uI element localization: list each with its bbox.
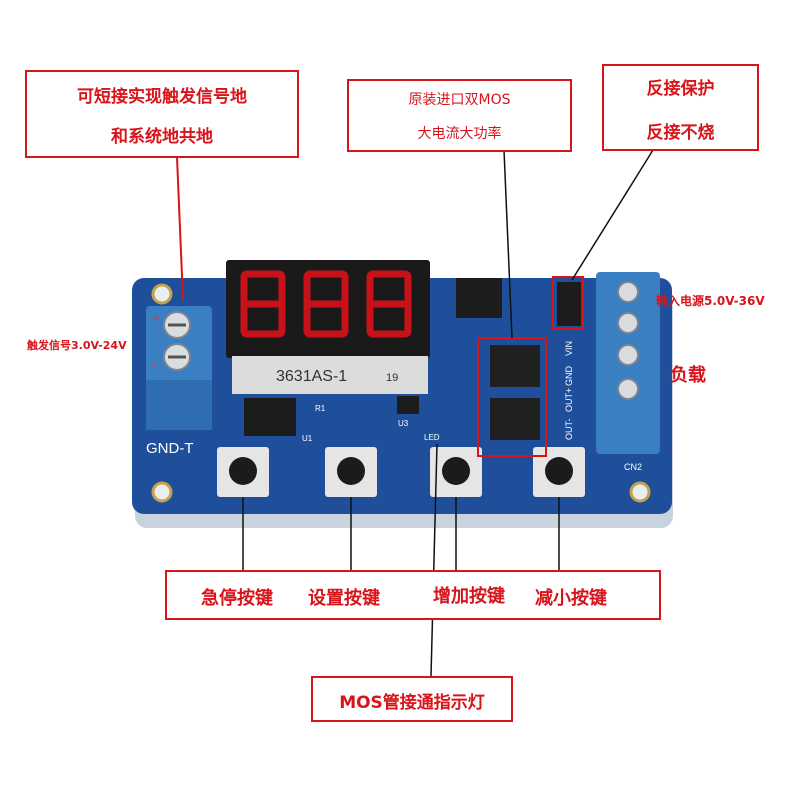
r1-label: R1 xyxy=(315,404,326,413)
gnd-pin-label: GND xyxy=(564,366,574,387)
reverse-protection-callout: 反接保护 反接不烧 xyxy=(602,64,759,151)
cn2-label: CN2 xyxy=(624,462,642,472)
callout-line: 原装进口双MOS xyxy=(408,92,511,108)
trigger-signal-label: 触发信号3.0V-24V xyxy=(27,339,127,352)
increase-label: 增加按键 xyxy=(433,586,505,607)
u1-label: U1 xyxy=(302,434,313,443)
callout-line: 和系统地共地 xyxy=(111,127,213,147)
terminal-screw xyxy=(617,344,639,366)
reverse-highlight-box xyxy=(552,276,584,330)
trigger-terminal-base xyxy=(146,380,212,430)
display-code-text: 19 xyxy=(386,372,398,384)
plus-sign: + xyxy=(152,311,160,326)
terminal-screw xyxy=(617,312,639,334)
leader-line xyxy=(571,149,654,281)
indicator-label: MOS管接通指示灯 xyxy=(339,693,485,713)
indicator-callout: MOS管接通指示灯 xyxy=(311,676,513,722)
u1-chip xyxy=(244,398,296,436)
dual-mos-chip xyxy=(490,398,540,440)
led-label: LED xyxy=(424,433,440,442)
display-label-strip xyxy=(232,356,428,394)
out-minus-label: OUT- xyxy=(564,418,574,440)
decrease-label: 减小按键 xyxy=(535,588,607,609)
reverse-protect-chip xyxy=(557,282,581,326)
display-digits xyxy=(240,270,412,338)
leader-line xyxy=(503,149,513,339)
mount-hole xyxy=(151,283,173,305)
callout-line: 大电流大功率 xyxy=(417,126,502,142)
gnd-t-label: GND-T xyxy=(146,440,194,457)
terminal-screw xyxy=(617,378,639,400)
mos-chip xyxy=(456,278,502,318)
mount-hole xyxy=(629,481,651,503)
power-input-label: 输入电源5.0V-36V xyxy=(656,294,765,308)
terminal-screw xyxy=(617,281,639,303)
emergency-stop-label: 急停按键 xyxy=(201,588,273,609)
leader-line xyxy=(176,156,184,301)
set-label: 设置按键 xyxy=(308,588,380,609)
increase-button xyxy=(430,447,482,497)
u3-label: U3 xyxy=(398,419,409,428)
vin-label: VIN xyxy=(564,341,574,356)
emergency-stop-button xyxy=(217,447,269,497)
display-model-text: 3631AS-1 xyxy=(276,368,347,385)
decrease-button xyxy=(533,447,585,497)
u3-chip xyxy=(397,396,419,414)
mount-hole xyxy=(151,481,173,503)
load-label: 负载 xyxy=(670,365,706,386)
callout-line: 可短接实现触发信号地 xyxy=(77,87,247,107)
dual-mos-chip xyxy=(490,345,540,387)
set-button xyxy=(325,447,377,497)
buttons-callout: 急停按键 设置按键 增加按键 减小按键 xyxy=(165,570,661,620)
mos-callout: 原装进口双MOS 大电流大功率 xyxy=(347,79,572,152)
minus-sign: - xyxy=(152,356,156,371)
callout-line: 反接不烧 xyxy=(646,123,715,143)
trigger-ground-callout: 可短接实现触发信号地 和系统地共地 xyxy=(25,70,299,158)
leader-line xyxy=(430,443,438,677)
callout-line: 反接保护 xyxy=(646,79,715,99)
out-plus-label: OUT+ xyxy=(564,388,574,412)
